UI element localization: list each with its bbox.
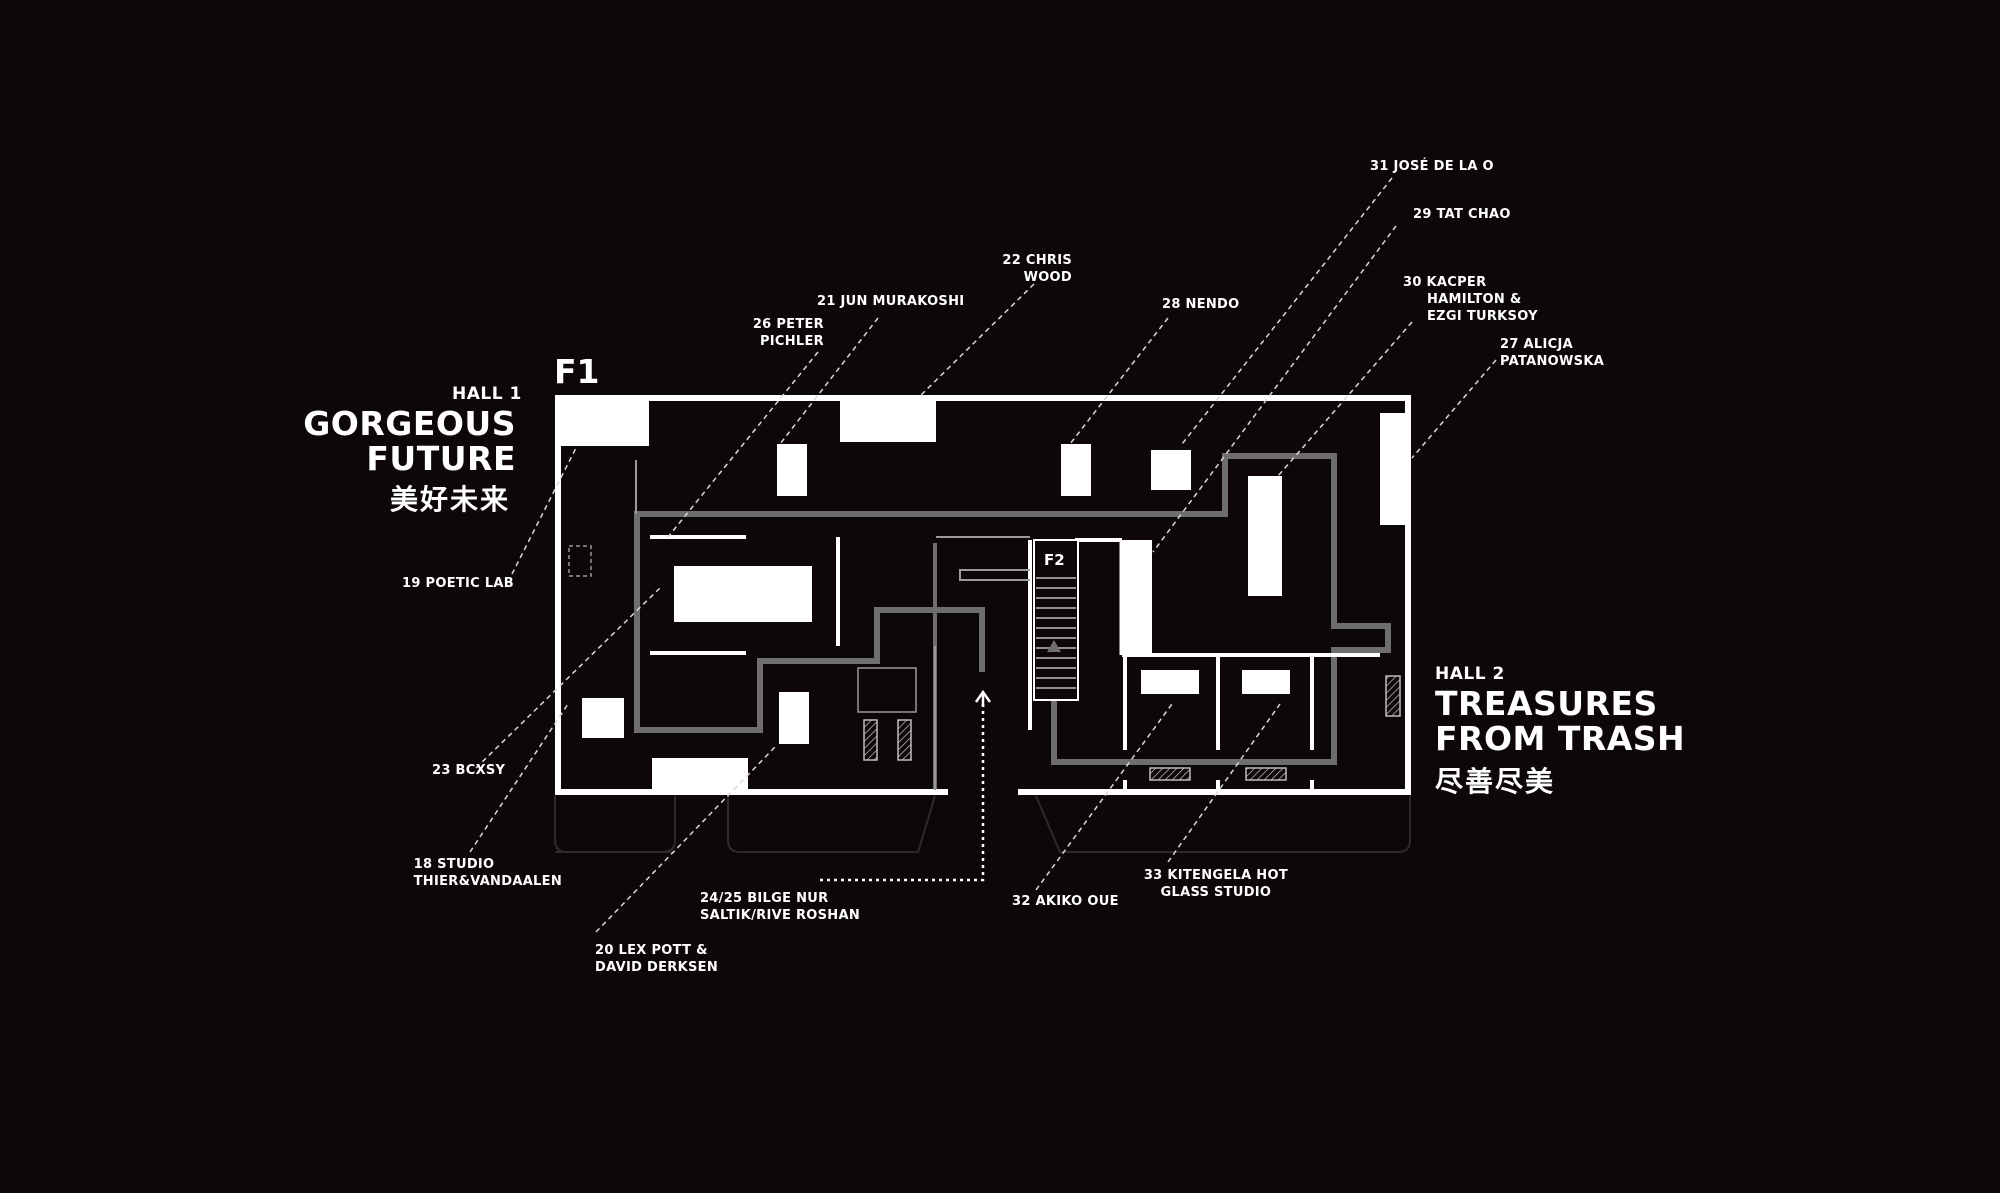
exhibitor-33-line2: GLASS STUDIO [1160,885,1272,900]
floor-label: F1 [554,352,600,391]
stair-label-f2: F2 [1044,551,1065,569]
hall2-title-line1: TREASURES [1435,684,1658,723]
building-walls [555,395,1411,795]
exhibit-blocks [555,398,1406,792]
exhibitor-29-line1: 29 TAT CHAO [1413,207,1511,222]
exhibitor-label-30: 30 KACPER HAMILTON & EZGI TURKSOY [1403,274,1538,325]
exhibitor-label-20: 20 LEX POTT & DAVID DERKSEN [595,942,718,976]
exhibitor-31-line1: 31 JOSÉ DE LA O [1370,159,1494,174]
hall1-title-line1: GORGEOUS [303,404,516,443]
exhibitor-20-line1: 20 LEX POTT & [595,943,708,958]
exhibitor-24-25-line2: SALTIK/RIVE ROSHAN [699,908,860,923]
exhibitor-label-21: 21 JUN MURAKOSHI [817,293,964,310]
staircase [1033,539,1079,701]
exhibitor-20-line2: DAVID DERKSEN [595,960,718,975]
exhibitor-32-line1: 32 AKIKO OUE [1012,894,1119,909]
hatched-plinths [863,675,1401,781]
hall2-title-cn: 尽善尽美 [1435,765,1556,798]
entrance-arrow-icon [974,689,992,703]
exhibitor-23-line1: 23 BCXSY [432,763,506,778]
exhibitor-33-line1: 33 KITENGELA HOT [1143,868,1288,883]
exhibitor-27-line2: PATANOWSKA [1500,354,1605,369]
hall1-title: GORGEOUS FUTURE [303,406,516,476]
exhibitor-label-18: 18 STUDIO THIER&VANDAALEN [414,856,562,890]
exhibitor-18-line2: THIER&VANDAALEN [413,874,562,889]
hall1-title-line2: FUTURE [366,439,516,478]
stair-steps [1036,577,1076,689]
outlined-plinths [568,545,917,713]
exhibitor-26-line2: PICHLER [759,334,824,349]
exhibitor-21-line1: 21 JUN MURAKOSHI [817,294,965,309]
exhibitor-label-29: 29 TAT CHAO [1413,206,1511,223]
hall2-title-line2: FROM TRASH [1435,719,1686,758]
exhibitor-24-25-line1: 24/25 BILGE NUR [699,891,829,906]
exhibitor-30-line1: 30 KACPER [1403,275,1487,290]
exhibitor-26-line1: 26 PETER [752,317,824,332]
exhibitor-label-23: 23 BCXSY [432,762,505,779]
exhibitor-label-32: 32 AKIKO OUE [1012,893,1119,910]
exhibitor-22-line2: WOOD [1023,270,1072,285]
exhibitor-30-line3: EZGI TURKSOY [1427,309,1538,324]
entrance-path [820,689,992,882]
hall2-number: HALL 2 [1435,664,1505,684]
exhibitor-label-19: 19 POETIC LAB [402,575,514,592]
hall1-title-cn: 美好未来 [390,483,511,516]
exhibitor-label-24-25: 24/25 BILGE NUR SALTIK/RIVE ROSHAN [700,890,860,924]
exhibitor-label-26: 26 PETER PICHLER [753,316,824,350]
exhibitor-27-line1: 27 ALICJA [1500,337,1573,352]
exhibitor-label-31: 31 JOSÉ DE LA O [1370,158,1494,175]
exhibitor-22-line1: 22 CHRIS [1002,253,1072,268]
stair-direction-arrow-icon [1047,640,1061,652]
exhibitor-label-28: 28 NENDO [1162,296,1240,313]
exhibitor-label-22: 22 CHRIS WOOD [1002,252,1072,286]
exhibitor-label-33: 33 KITENGELA HOT GLASS STUDIO [1144,867,1288,901]
exhibitor-19-line1: 19 POETIC LAB [402,576,515,591]
terrace-outline [554,795,1411,853]
exhibitor-28-line1: 28 NENDO [1162,297,1240,312]
exhibitor-18-line1: 18 STUDIO [413,857,495,872]
exhibitor-label-27: 27 ALICJA PATANOWSKA [1500,336,1604,370]
hall1-number: HALL 1 [452,384,522,404]
visitor-route [634,453,1391,765]
exhibitor-30-line2: HAMILTON & [1427,292,1522,307]
leader-lines [469,177,1497,933]
hall2-title: TREASURES FROM TRASH [1435,686,1685,756]
